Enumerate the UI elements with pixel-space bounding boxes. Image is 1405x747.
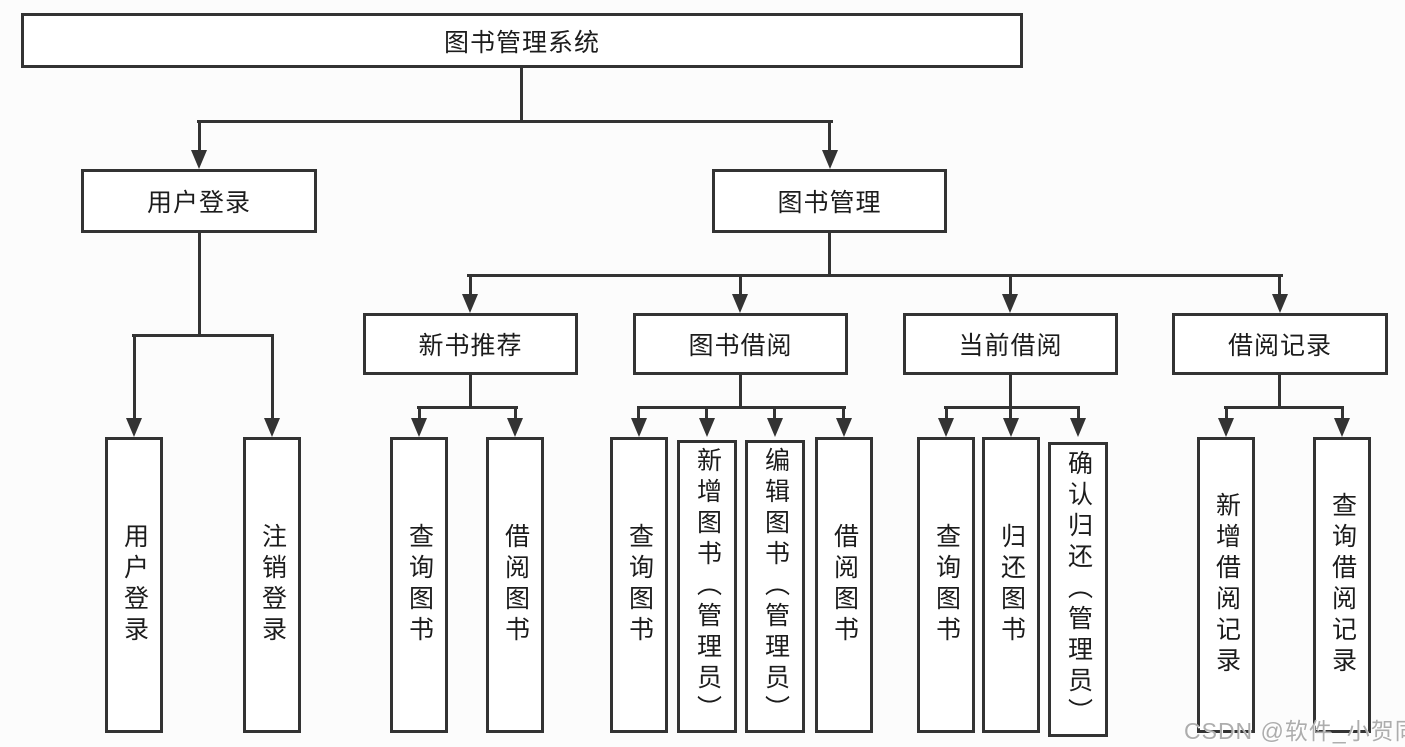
connector-line	[467, 274, 1283, 277]
leaf-nb-borrow-books-label: 借阅图书	[501, 523, 530, 647]
leaf-cb-confirm-return-admin-label: 确认归还（管理员）	[1064, 450, 1093, 729]
arrow-down-icon	[732, 294, 748, 313]
connector-line	[945, 406, 948, 420]
connector-line	[1278, 274, 1281, 298]
leaf-br-add-record-label: 新增借阅记录	[1212, 492, 1241, 678]
connector-line	[469, 274, 472, 298]
connector-line	[705, 406, 708, 420]
node-borrowing-records: 借阅记录	[1172, 313, 1388, 375]
arrow-down-icon	[631, 418, 647, 437]
leaf-nb-query-books: 查询图书	[390, 437, 448, 733]
connector-line	[132, 334, 274, 337]
connector-line	[828, 233, 831, 277]
leaf-user-login: 用户登录	[105, 437, 163, 733]
connector-line	[1009, 375, 1012, 409]
leaf-cb-query-books-label: 查询图书	[932, 523, 961, 647]
connector-line	[271, 334, 274, 420]
leaf-bb-borrow-books-label: 借阅图书	[830, 523, 859, 647]
node-root-label: 图书管理系统	[443, 28, 600, 57]
node-book-management-label: 图书管理	[777, 189, 882, 217]
leaf-br-query-record: 查询借阅记录	[1313, 437, 1371, 733]
connector-line	[739, 375, 742, 409]
connector-line	[1278, 375, 1281, 409]
leaf-br-query-record-label: 查询借阅记录	[1328, 492, 1357, 678]
arrow-down-icon	[1070, 418, 1086, 437]
connector-line	[637, 406, 640, 420]
leaf-bb-add-books-admin: 新增图书（管理员）	[677, 440, 737, 733]
arrow-down-icon	[1218, 418, 1234, 437]
arrow-down-icon	[938, 418, 954, 437]
leaf-cb-confirm-return-admin: 确认归还（管理员）	[1048, 442, 1108, 737]
node-user-login-label: 用户登录	[146, 189, 251, 217]
node-current-borrowing-label: 当前借阅	[958, 332, 1063, 360]
leaf-nb-query-books-label: 查询图书	[405, 523, 434, 647]
leaf-bb-query-books-label: 查询图书	[625, 523, 654, 647]
arrow-down-icon	[126, 418, 142, 437]
arrow-down-icon	[822, 150, 838, 169]
leaf-cb-return-books: 归还图书	[982, 437, 1040, 733]
connector-line	[133, 334, 136, 420]
connector-line	[1224, 406, 1344, 409]
leaf-logout-label: 注销登录	[258, 523, 287, 647]
arrow-down-icon	[411, 418, 427, 437]
leaf-logout: 注销登录	[243, 437, 301, 733]
connector-line	[417, 406, 518, 409]
leaf-user-login-label: 用户登录	[120, 523, 149, 647]
connector-line	[198, 233, 201, 337]
node-new-book-recommend: 新书推荐	[363, 313, 578, 375]
arrow-down-icon	[1334, 418, 1350, 437]
connector-line	[197, 120, 833, 123]
leaf-nb-borrow-books: 借阅图书	[486, 437, 544, 733]
arrow-down-icon	[1003, 418, 1019, 437]
leaf-br-add-record: 新增借阅记录	[1197, 437, 1255, 733]
arrow-down-icon	[264, 418, 280, 437]
connector-line	[514, 406, 517, 420]
connector-line	[1009, 274, 1012, 298]
connector-line	[198, 120, 201, 152]
connector-line	[469, 375, 472, 409]
leaf-bb-query-books: 查询图书	[610, 437, 668, 733]
connector-line	[842, 406, 845, 420]
leaf-cb-return-books-label: 归还图书	[997, 523, 1026, 647]
connector-line	[520, 68, 523, 123]
watermark-text: CSDN @软件_小贺同学	[1184, 718, 1405, 744]
leaf-bb-borrow-books: 借阅图书	[815, 437, 873, 733]
leaf-bb-edit-books-admin: 编辑图书（管理员）	[745, 440, 805, 733]
arrow-down-icon	[1002, 294, 1018, 313]
leaf-bb-add-books-admin-label: 新增图书（管理员）	[693, 447, 722, 726]
arrow-down-icon	[767, 418, 783, 437]
connector-line	[1341, 406, 1344, 420]
arrow-down-icon	[191, 150, 207, 169]
node-book-management: 图书管理	[712, 169, 947, 233]
connector-line	[1225, 406, 1228, 420]
connector-line	[773, 406, 776, 420]
node-book-borrowing-label: 图书借阅	[688, 332, 793, 360]
connector-line	[828, 120, 831, 152]
node-borrowing-records-label: 借阅记录	[1227, 332, 1332, 360]
connector-line	[637, 406, 846, 409]
arrow-down-icon	[507, 418, 523, 437]
arrow-down-icon	[462, 294, 478, 313]
node-user-login: 用户登录	[81, 169, 317, 233]
leaf-bb-edit-books-admin-label: 编辑图书（管理员）	[761, 447, 790, 726]
connector-line	[944, 406, 1080, 409]
node-new-book-recommend-label: 新书推荐	[418, 332, 523, 360]
node-current-borrowing: 当前借阅	[903, 313, 1118, 375]
connector-line	[418, 406, 421, 420]
leaf-cb-query-books: 查询图书	[917, 437, 975, 733]
connector-line	[1077, 406, 1080, 420]
node-book-borrowing: 图书借阅	[633, 313, 848, 375]
arrow-down-icon	[699, 418, 715, 437]
connector-line	[1009, 406, 1012, 420]
connector-line	[739, 274, 742, 298]
arrow-down-icon	[1272, 294, 1288, 313]
arrow-down-icon	[836, 418, 852, 437]
node-root: 图书管理系统	[21, 13, 1023, 68]
